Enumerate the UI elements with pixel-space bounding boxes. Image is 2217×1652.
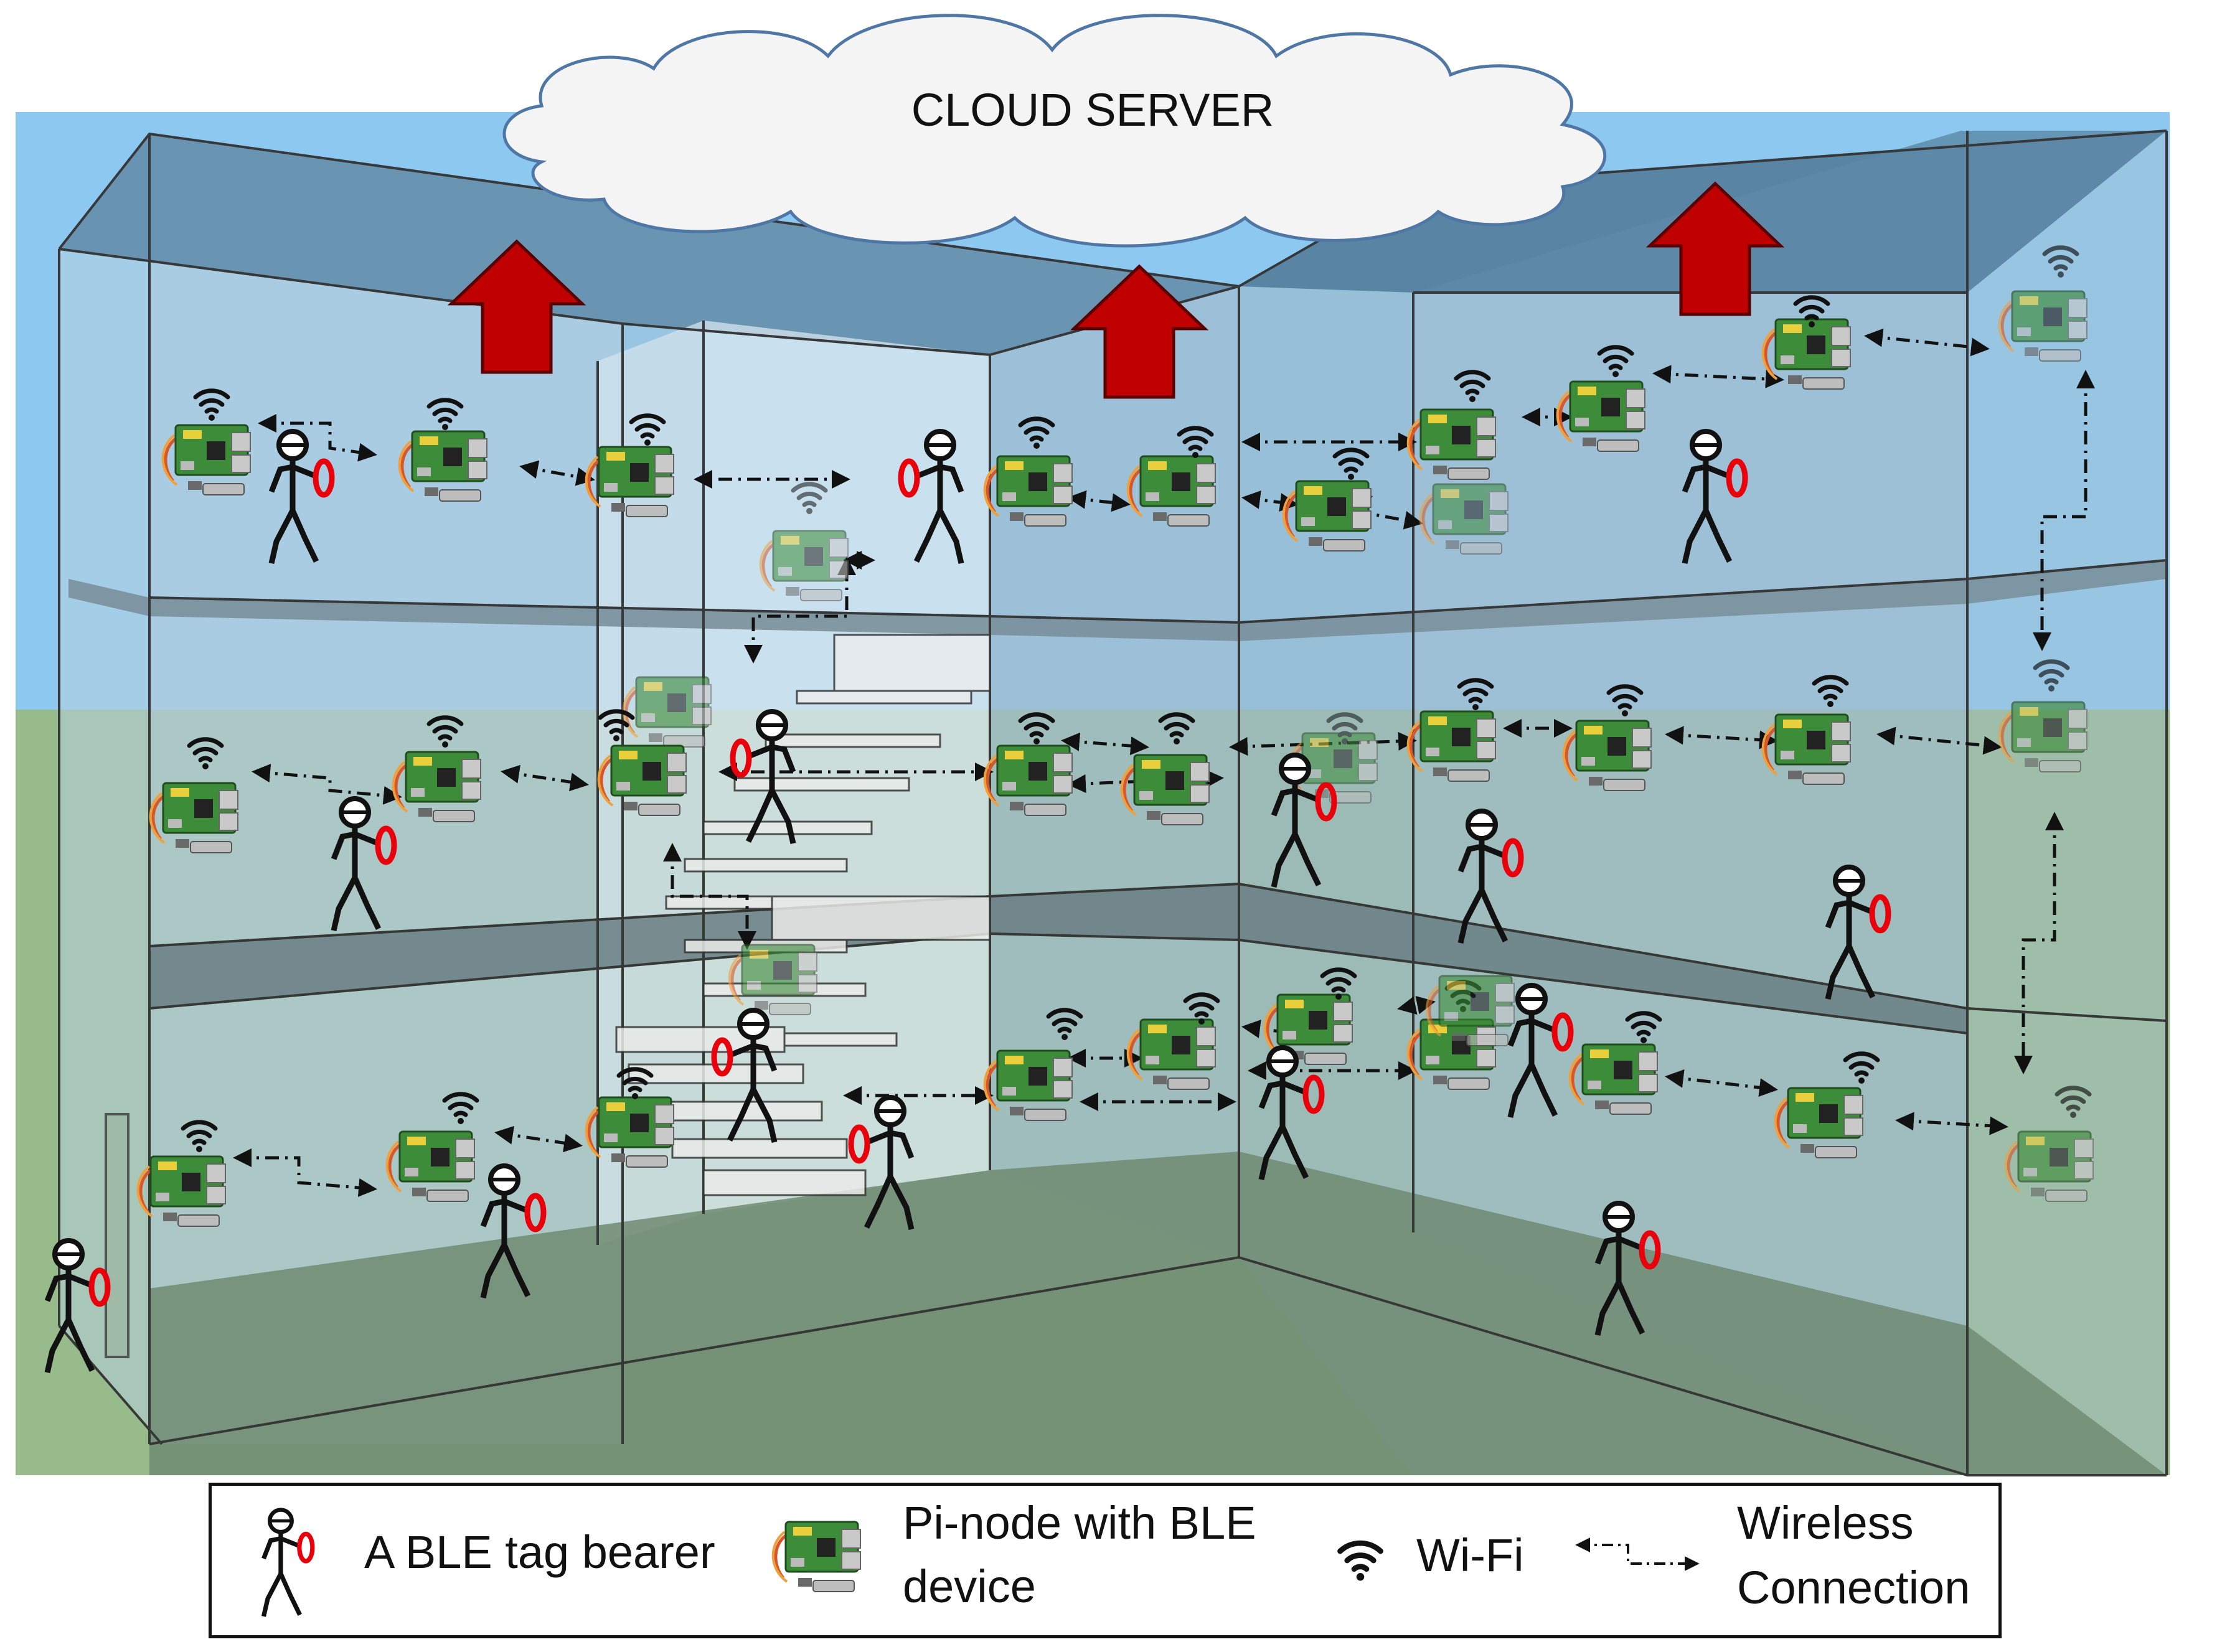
legend-pi-node-label-line1: Pi-node with BLE (903, 1497, 1256, 1549)
stick-person-icon (237, 1498, 330, 1629)
legend-wireless-label-line2: Connection (1737, 1562, 1970, 1613)
legend-wireless-label-line1: Wireless (1737, 1497, 1914, 1549)
legend-wifi-label: Wi-Fi (1416, 1529, 1524, 1581)
wifi-icon (1329, 1529, 1391, 1592)
legend: A BLE tag bearer Pi-node with BLE device… (209, 1483, 2002, 1638)
legend-pi-node-label-line2: device (903, 1560, 1036, 1612)
legend-tag-bearer-label: A BLE tag bearer (364, 1526, 715, 1578)
pi-node-icon (624, 677, 711, 747)
wireless-connection-icon (1575, 1537, 1700, 1571)
pi-node-icon (763, 1511, 881, 1604)
cloud-server-label: CLOUD SERVER (911, 84, 1274, 136)
pi-node-icon (1427, 976, 1514, 1046)
pi-node-icon (1421, 484, 1508, 554)
pi-node-icon (730, 945, 817, 1015)
